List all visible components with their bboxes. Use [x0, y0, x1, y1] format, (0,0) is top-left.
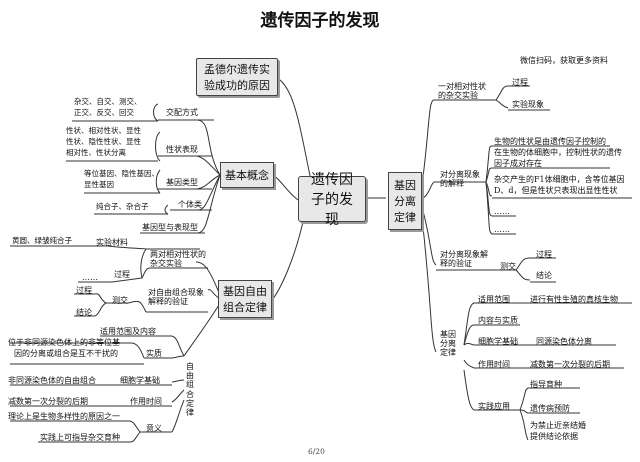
mendel-box: 孟德尔遗传实验成功的原因: [196, 58, 278, 96]
sep-verify-label: 对分离现象解释的验证: [440, 250, 488, 269]
process-value: ……: [82, 273, 98, 282]
materials-value: 黄圆、绿皱纯合子: [12, 236, 72, 245]
cell-basis-label: 细胞学基础: [120, 376, 160, 385]
traits-list-line3: 相对性、性状分离: [66, 148, 126, 157]
genotype-label: 基因类型: [166, 178, 198, 187]
sep-time-label: 作用时间: [478, 360, 510, 369]
free-law-label: 自由组合定律: [186, 362, 194, 417]
sep-cell-basis-label: 细胞学基础: [478, 337, 518, 346]
cross-list-line1: 杂交、自交、测交、: [74, 97, 142, 106]
explain-item-3a: 杂交产生的F1体细胞中，含等位基因: [494, 175, 625, 184]
explain-item-4: ……: [494, 207, 510, 216]
sep-content-label: 内容与实质: [478, 316, 518, 325]
sep-app-1: 指导育种: [530, 380, 562, 389]
sep-cell-basis-value: 同源染色体分离: [536, 337, 592, 346]
conclusion-label: 结论: [76, 308, 92, 317]
process2-label: 过程: [76, 286, 92, 295]
substance-label: 实质: [146, 349, 162, 358]
explain-item-2a: 在生物的体细胞中，控制性状的遗传: [494, 148, 622, 157]
page-number: 6/20: [308, 447, 325, 456]
individual-list: 纯合子、杂合子: [96, 202, 149, 211]
meaning-value-2: 实践上可指导杂交育种: [40, 433, 120, 442]
explain-item-2b: 因子成对存在: [494, 159, 542, 168]
genotype-list-line2: 显性基因: [84, 180, 114, 189]
individual-label: 个体类: [178, 200, 202, 209]
meaning-value-1: 理论上是生物多样性的原因之一: [8, 412, 120, 421]
watermark-text: 微信扫码，获取更多资料: [520, 56, 608, 65]
segregation-box: 基因分离定律: [388, 172, 422, 230]
sep-app-label: 实践应用: [478, 402, 510, 411]
sep-law-label: 基因分离定律: [440, 330, 456, 358]
traits-list-line2: 性状、隐性性状、显性: [66, 137, 141, 146]
sep-test-label: 测交: [500, 262, 516, 271]
explain-item-3b: D、d，但是性状只表现出显性性状: [494, 186, 618, 195]
center-node: 遗传因子的发现: [298, 172, 366, 228]
explain-item-5: ……: [494, 225, 510, 234]
one-pair-label: 一对相对性状的杂交实验: [438, 82, 486, 101]
cross-methods-label: 交配方式: [166, 108, 198, 117]
gene-trait-label: 基因型与表现型: [142, 223, 198, 232]
mendel-label: 孟德尔遗传实验成功的原因: [204, 63, 270, 92]
substance-desc-line1: 位于非同源染色体上的非等位基: [8, 338, 120, 347]
traits-label: 性状表现: [166, 145, 198, 154]
verify-label: 对自由组合现象解释的验证: [148, 288, 204, 307]
cell-basis-value: 非同源染色体的自由组合: [8, 376, 96, 385]
free-combination-box: 基因自由组合定律: [218, 280, 272, 318]
traits-list-line1: 性状、相对性状、显性: [66, 126, 141, 135]
scope-content-label: 适用范围及内容: [100, 327, 156, 336]
genotype-list-line1: 等位基因、隐性基因、: [84, 169, 159, 178]
time-label: 作用时间: [130, 397, 162, 406]
sep-conclusion-label: 结论: [536, 271, 552, 280]
relative-trait-exp: 两对相对性状的杂交实验: [150, 250, 206, 269]
segregation-label: 基因分离定律: [394, 179, 416, 224]
sep-app-2: 遗传病预防: [530, 404, 570, 413]
center-label: 遗传因子的发现: [311, 172, 353, 228]
free-combination-label: 基因自由组合定律: [223, 285, 267, 314]
basic-concepts-label: 基本概念: [225, 169, 269, 182]
basic-concepts-box: 基本概念: [220, 162, 274, 188]
sep-app-3b: 提供结论依据: [530, 432, 578, 441]
process-label: 过程: [114, 270, 130, 279]
explain-item-1: 生物的性状是由遗传因子控制的: [494, 137, 606, 146]
substance-desc-line2: 因的分离或组合是互不干扰的: [14, 349, 118, 358]
sep-explain-label: 对分离现象的解释: [440, 170, 480, 189]
sep-phenomenon-label: 实验现象: [512, 100, 544, 109]
cross-list-line2: 正交、反交、回交: [74, 108, 134, 117]
materials-label: 实验材料: [96, 238, 128, 247]
sep-app-3a: 为禁止近亲结婚: [530, 421, 586, 430]
test-cross-label: 测交: [112, 296, 128, 305]
sep-scope-label: 适用范围: [478, 295, 510, 304]
sep-scope-value: 进行有性生殖的真核生物: [530, 295, 618, 304]
sep-time-value: 减数第一次分裂的后期: [530, 360, 610, 369]
page-title: 遗传因子的发现: [260, 11, 380, 31]
sep-process2-label: 过程: [536, 250, 552, 259]
time-value: 减数第一次分裂的后期: [8, 397, 88, 406]
meaning-label: 意义: [146, 424, 162, 433]
sep-process-label: 过程: [512, 78, 528, 87]
